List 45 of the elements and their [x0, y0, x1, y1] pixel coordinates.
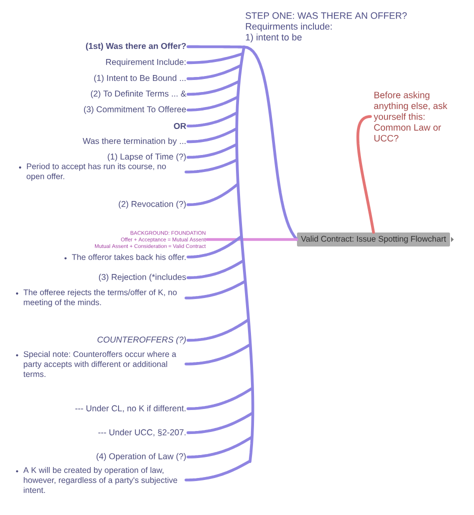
bullet-text: The offeror takes back his offer.	[72, 254, 186, 260]
branch-line	[186, 128, 238, 144]
branch-line	[186, 318, 249, 342]
bullet-text: Period to accept has run its course, no open offer.	[26, 163, 166, 181]
branch-label: COUNTEROFFERS (?)	[98, 336, 186, 344]
branch-line	[186, 183, 238, 206]
branch-label: --- Under CL, no K if different.	[75, 405, 186, 412]
branch-label: --- Under UCC, §2-207.	[98, 429, 186, 436]
branch-line	[186, 260, 244, 280]
branch-line	[186, 412, 254, 434]
branch-line	[186, 52, 244, 64]
branch-line	[186, 96, 238, 112]
note-text: Before asking anything else, ask yourself this: Common Law or UCC?	[374, 92, 448, 142]
branch-line	[186, 45, 246, 48]
branch-line	[184, 280, 246, 300]
branch-label: OR	[174, 123, 186, 130]
bullet-text: A K will be created by operation of law, however, regardless of a party's subjective intent.	[23, 467, 178, 493]
branch-line	[186, 64, 242, 80]
branch-line	[186, 143, 238, 159]
branch-line	[184, 344, 251, 366]
branch-line	[235, 46, 254, 463]
branch-line	[184, 158, 238, 174]
branch-label: (1st) Was there an Offer?	[86, 42, 186, 51]
branch-line	[206, 238, 298, 241]
topic-box: Valid Contract: Issue Spotting Flowchart	[297, 232, 450, 246]
branch-line	[242, 46, 298, 241]
branch-label: (3) Commitment To Offeree	[84, 106, 186, 114]
branch-label: (1) Lapse of Time (?)	[108, 153, 186, 162]
branch-line	[186, 436, 252, 458]
branch-line	[186, 236, 242, 258]
branch-label: (1) Intent to Be Bound ...	[94, 74, 186, 83]
branch-line	[186, 387, 253, 410]
branch-line	[184, 460, 250, 482]
branch-label: (3) Rejection (*includes	[98, 274, 186, 282]
branch-label: (2) Revocation (?)	[118, 200, 186, 209]
branch-label: (2) To Definite Terms ... &	[90, 90, 186, 98]
bullet-text: Special note: Counteroffers occur where a party accepts with different or additional terms.	[23, 351, 176, 377]
branch-heading: STEP ONE: WAS THERE AN OFFER? Requirments include: 1) intent to be	[246, 12, 407, 42]
branch-label: Was there termination by ...	[82, 138, 186, 146]
branch-label: Requirement Include:	[106, 58, 186, 67]
branch-line	[356, 115, 375, 234]
branch-label: (4) Operation of Law (?)	[96, 453, 186, 461]
bullet-text: The offeree rejects the terms/offer of K, no meeting of the minds.	[23, 289, 177, 307]
branch-line	[186, 112, 238, 128]
branch-line	[186, 80, 240, 96]
